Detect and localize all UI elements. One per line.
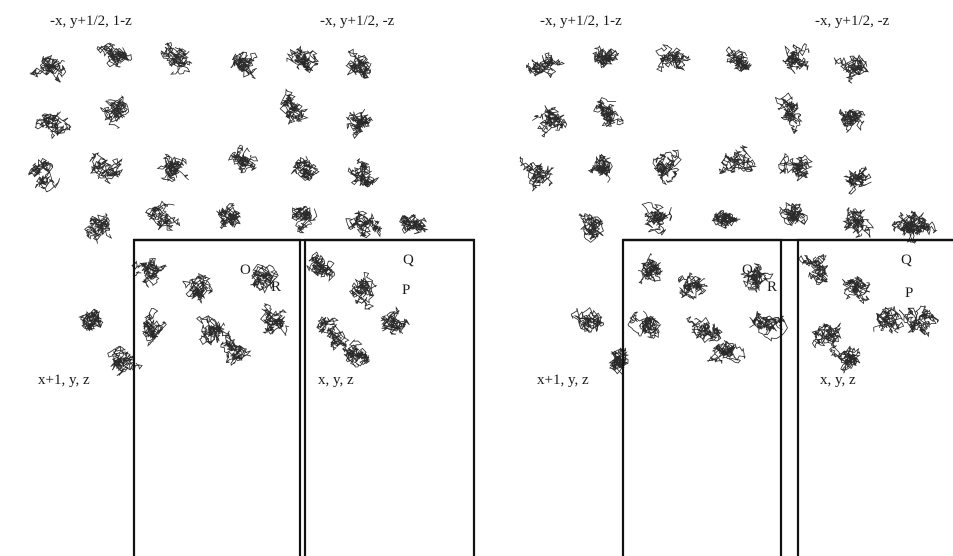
- protein-backbone-trace: [346, 109, 368, 129]
- protein-backbone-trace: [389, 317, 409, 334]
- stereo-panel-right: -x, y+1/2, 1-z -x, y+1/2, -z x+1, y, z x…: [520, 13, 953, 556]
- protein-backbone-trace: [357, 170, 378, 188]
- protein-trace-group-right: [520, 44, 938, 375]
- symmetry-label-bottom-right: x, y, z: [318, 372, 354, 388]
- unit-cell-box-left: [134, 240, 474, 556]
- molecule-label-r: R: [271, 279, 281, 295]
- molecule-label-q: Q: [901, 252, 912, 268]
- unit-cell-edge-inner: [305, 240, 474, 556]
- symmetry-label-bottom-left: x+1, y, z: [537, 372, 589, 388]
- protein-backbone-trace: [147, 214, 179, 231]
- unit-cell-box-right: [623, 240, 953, 556]
- protein-backbone-trace: [358, 214, 382, 237]
- molecule-label-r: R: [767, 279, 777, 295]
- molecule-label-q: Q: [403, 252, 414, 268]
- stereo-panel-left: -x, y+1/2, 1-z -x, y+1/2, -z x+1, y, z x…: [29, 13, 474, 556]
- protein-backbone-trace: [583, 218, 603, 243]
- protein-trace-group-left: [29, 43, 427, 376]
- protein-backbone-trace: [809, 265, 828, 285]
- protein-backbone-trace: [847, 166, 871, 186]
- protein-backbone-trace: [197, 316, 224, 345]
- symmetry-label-bottom-right: x, y, z: [820, 372, 856, 388]
- symmetry-label-bottom-left: x+1, y, z: [38, 372, 90, 388]
- protein-backbone-trace: [818, 323, 841, 348]
- symmetry-label-top-right: -x, y+1/2, -z: [320, 13, 395, 29]
- protein-backbone-trace: [601, 106, 623, 127]
- molecule-label-p: P: [905, 285, 913, 301]
- protein-backbone-trace: [190, 281, 213, 304]
- symmetry-label-top-left: -x, y+1/2, 1-z: [540, 13, 622, 29]
- protein-backbone-trace: [143, 321, 167, 345]
- protein-backbone-trace: [851, 280, 870, 304]
- protein-backbone-trace: [721, 340, 745, 363]
- protein-backbone-trace: [352, 279, 376, 309]
- protein-backbone-trace: [688, 276, 707, 295]
- protein-backbone-trace: [280, 90, 299, 119]
- symmetry-label-top-left: -x, y+1/2, 1-z: [50, 13, 132, 29]
- protein-backbone-trace: [847, 55, 868, 83]
- molecule-label-o: O: [240, 262, 251, 278]
- protein-backbone-trace: [531, 57, 564, 78]
- protein-backbone-trace: [323, 327, 349, 350]
- molecule-label-p: P: [402, 282, 410, 298]
- protein-backbone-trace: [406, 215, 427, 234]
- protein-backbone-trace: [352, 56, 371, 79]
- protein-backbone-trace: [784, 103, 802, 133]
- unit-cell-edge-inner: [798, 240, 953, 556]
- symmetry-label-top-right: -x, y+1/2, -z: [815, 13, 890, 29]
- molecule-label-o: O: [742, 262, 753, 278]
- protein-backbone-trace: [729, 52, 752, 72]
